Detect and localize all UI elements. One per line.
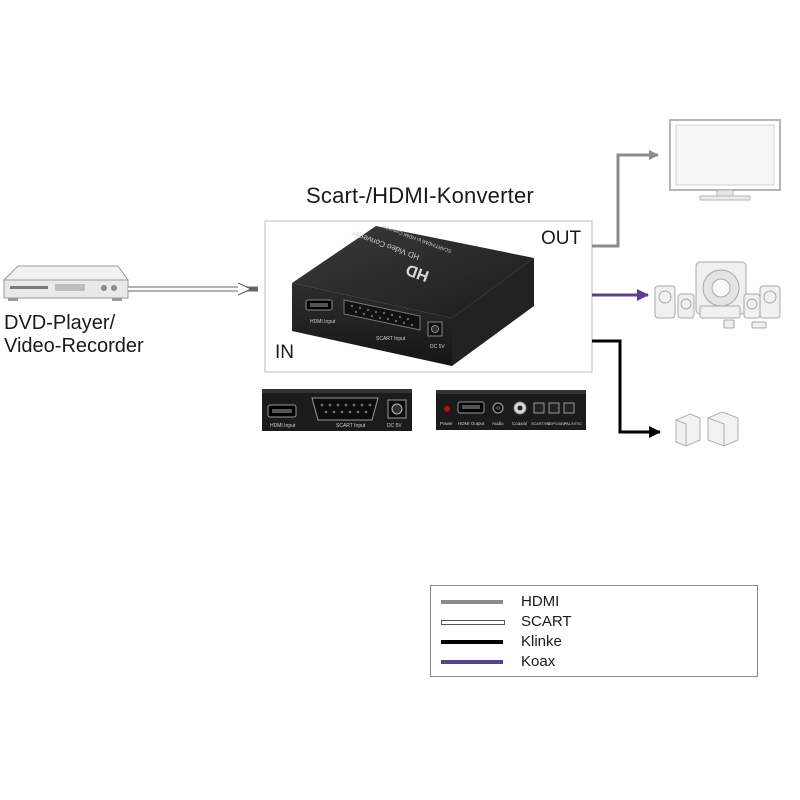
diagram-title: Scart-/HDMI-Konverter bbox=[306, 183, 534, 208]
front-label-dc: DC 5V bbox=[430, 344, 445, 350]
legend-item-klinke: Klinke bbox=[441, 632, 741, 652]
legend-item-scart: SCART bbox=[441, 612, 741, 632]
tv-icon bbox=[669, 119, 781, 201]
speaker-system-icon bbox=[654, 261, 781, 329]
legend-label-koax: Koax bbox=[521, 653, 556, 670]
small-speakers-icon bbox=[675, 411, 739, 447]
back-label-hdmi-out: HDMI Output bbox=[458, 421, 485, 426]
dvd-player-icon bbox=[2, 265, 129, 301]
converter-front-view: HDMI Input SCART Input DC 5V bbox=[262, 389, 412, 431]
front-view-label-hdmi: HDMI Input bbox=[270, 423, 296, 429]
legend: HDMI SCART Klinke Koax bbox=[430, 585, 758, 677]
back-label-sw1: SCART/HD bbox=[531, 422, 551, 426]
legend-swatch-scart bbox=[441, 620, 505, 625]
source-device-label: DVD-Player/ Video-Recorder bbox=[4, 312, 144, 358]
legend-swatch-koax bbox=[441, 660, 503, 664]
legend-swatch-klinke bbox=[441, 640, 503, 644]
legend-item-hdmi: HDMI bbox=[441, 592, 741, 612]
back-label-coaxial: Coaxial bbox=[512, 421, 527, 426]
legend-item-koax: Koax bbox=[441, 652, 741, 672]
svg-text:HD: HD bbox=[404, 260, 432, 284]
front-view-label-dc: DC 5V bbox=[387, 423, 402, 429]
front-label-scart: SCART Input bbox=[376, 336, 406, 342]
klinke-cable bbox=[592, 339, 661, 438]
hdmi-cable bbox=[592, 150, 659, 248]
back-label-audio: Audio bbox=[492, 421, 504, 426]
back-label-sw2: 720P/1080P bbox=[546, 422, 567, 426]
legend-label-hdmi: HDMI bbox=[521, 593, 560, 610]
source-label-line2: Video-Recorder bbox=[4, 335, 144, 357]
converter-back-view: Power HDMI Output Audio Coaxial SCART/HD… bbox=[436, 390, 586, 430]
converter-device-icon: HD HD Video Converter HDMI Input SCART I… bbox=[292, 226, 534, 366]
legend-swatch-hdmi bbox=[441, 600, 503, 604]
front-view-label-scart: SCART Input bbox=[336, 423, 366, 429]
legend-label-klinke: Klinke bbox=[521, 633, 562, 650]
back-label-power: Power bbox=[440, 421, 453, 426]
front-label-hdmi: HDMI Input bbox=[310, 319, 336, 325]
legend-label-scart: SCART bbox=[521, 613, 572, 630]
label-in: IN bbox=[275, 342, 294, 363]
source-label-line1: DVD-Player/ bbox=[4, 312, 116, 334]
label-out: OUT bbox=[541, 228, 582, 249]
back-label-sw3: PAL/NTSC bbox=[564, 422, 583, 426]
